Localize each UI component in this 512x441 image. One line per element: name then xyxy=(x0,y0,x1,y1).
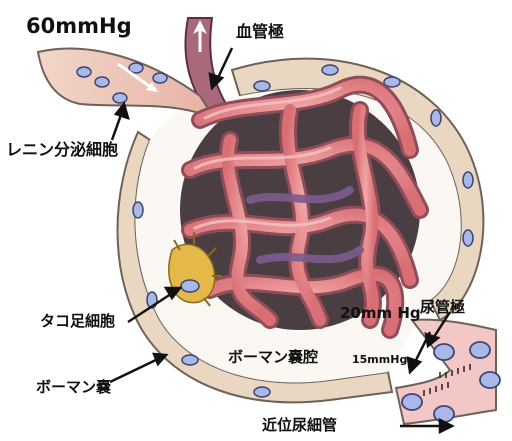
afferent-pressure-label: 60mmHg xyxy=(26,16,132,37)
proximal-tubule-label: 近位尿細管 xyxy=(262,418,337,433)
bowman-space-label: ボーマン嚢腔 xyxy=(228,350,318,365)
tubular-pressure-label: 20mm Hg xyxy=(340,306,421,321)
urinary-pole-label: 尿管極 xyxy=(420,300,465,315)
podocyte-label: タコ足細胞 xyxy=(40,314,115,329)
vascular-pole-label: 血管極 xyxy=(236,24,284,40)
bowman-capsule-label: ボーマン嚢 xyxy=(36,380,111,395)
renin-cells-label: レニン分泌細胞 xyxy=(6,142,118,158)
bowman-space-pressure-label: 15mmHg xyxy=(352,354,407,365)
